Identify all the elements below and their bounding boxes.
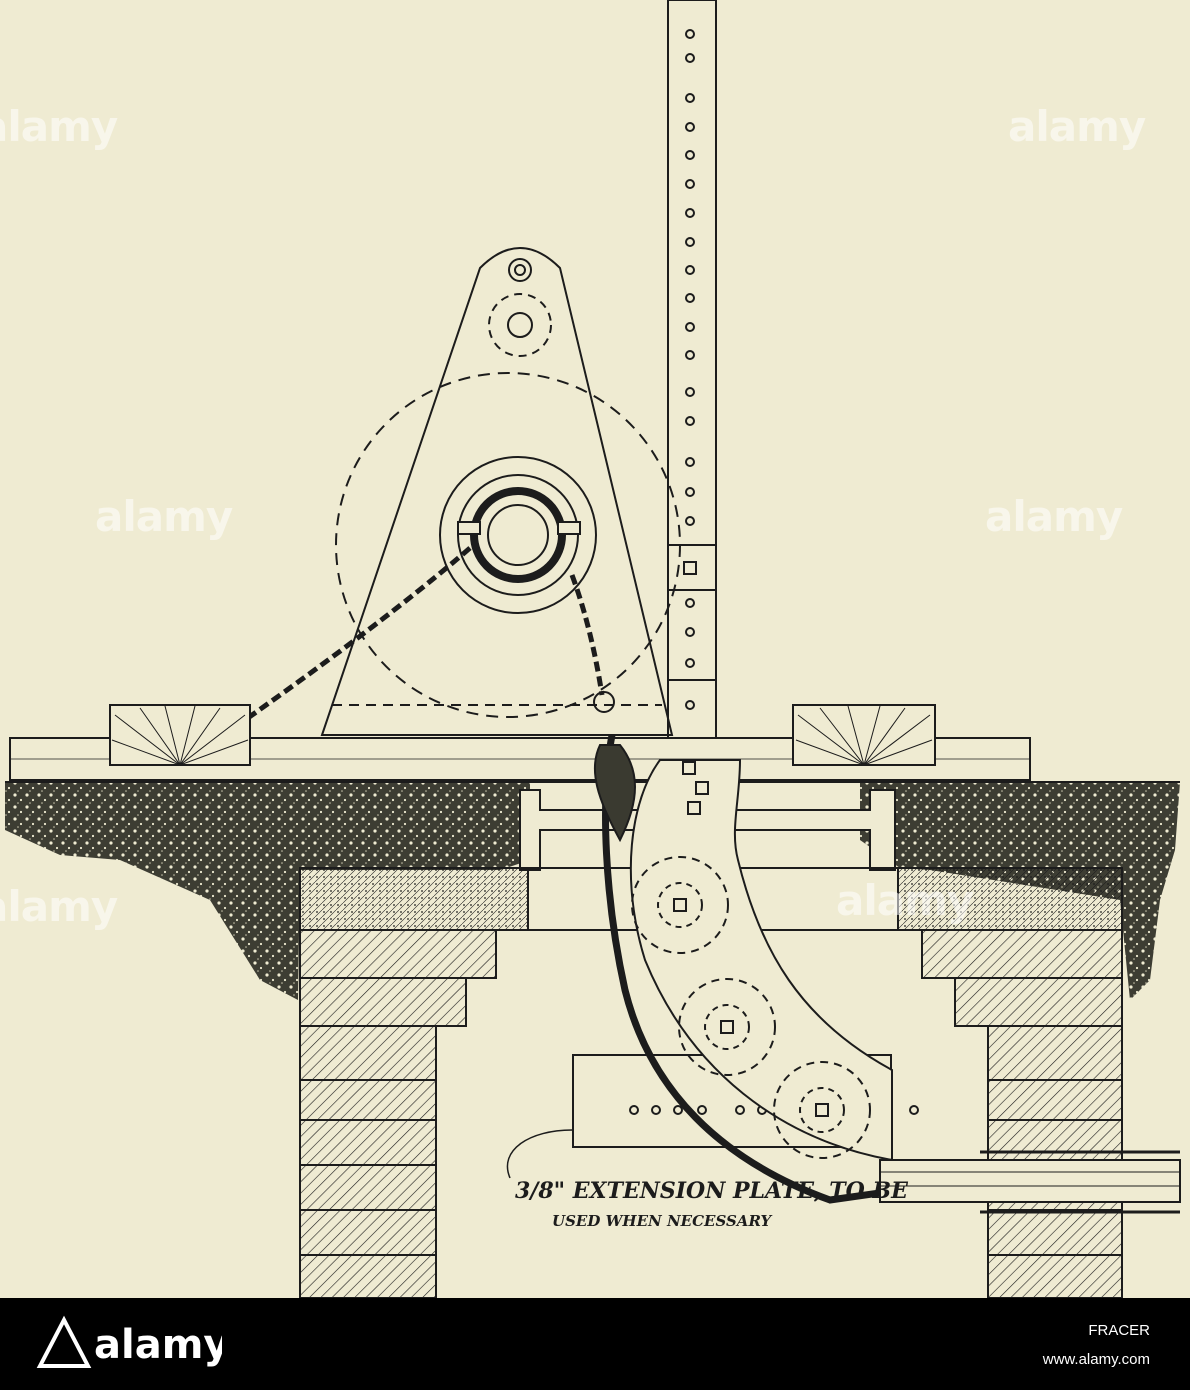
watermark: alamy — [1008, 102, 1146, 151]
logo-mark — [36, 1315, 92, 1368]
stone-cap-right — [897, 867, 1123, 931]
stock-logo: alamy — [36, 1315, 222, 1368]
watermark: alamy — [985, 492, 1123, 541]
sheave-1 — [631, 856, 729, 954]
duct-pipe — [879, 1150, 1181, 1214]
sheave-2 — [678, 978, 776, 1076]
winch-drum-outline — [335, 372, 681, 718]
watermark: alamy — [836, 876, 974, 925]
brick-pier-left — [299, 929, 497, 1298]
callout-line-2: USED WHEN NECESSARY — [552, 1212, 772, 1230]
svg-text:alamy: alamy — [94, 1322, 222, 1368]
watermark: alamy — [0, 882, 118, 931]
stock-meta: FRACER www.alamy.com — [1043, 1316, 1150, 1374]
left-chain — [243, 546, 472, 723]
site-url: www.alamy.com — [1042, 1351, 1150, 1368]
sheave-3 — [773, 1061, 871, 1159]
post-holes — [685, 29, 695, 710]
watermark: alamy — [0, 102, 118, 151]
image-id: FRACER — [1088, 1322, 1150, 1339]
callout-line-1: 3/8" EXTENSION PLATE, TO BE — [515, 1178, 909, 1204]
engineering-illustration: 3/8" EXTENSION PLATE, TO BE USED WHEN NE… — [5, 0, 1181, 1298]
stock-info-bar — [0, 1298, 1190, 1390]
winch-frame — [320, 247, 674, 736]
winch-hub — [439, 456, 597, 614]
earth-right — [860, 782, 1180, 1000]
stone-cap-left — [299, 867, 529, 931]
watermark: alamy — [95, 492, 233, 541]
earth-left — [5, 782, 530, 1000]
brick-pier-right — [921, 929, 1123, 1298]
right-chain — [569, 574, 605, 696]
timber-block-left — [109, 704, 251, 766]
timber-block-right — [792, 704, 936, 766]
callout-leader — [506, 1129, 573, 1179]
